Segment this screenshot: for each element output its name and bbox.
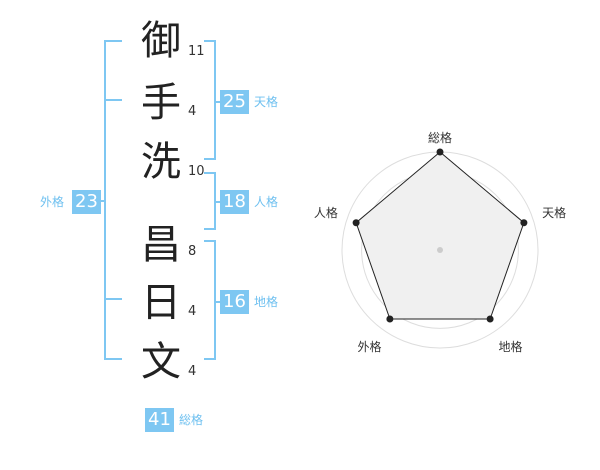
chikaku-value-badge: 16 — [220, 290, 249, 314]
radar-center-dot — [437, 247, 443, 253]
chikaku-label: 地格 — [254, 295, 279, 309]
tenkaku-value-badge: 25 — [220, 90, 249, 114]
radar-axis-label: 総格 — [428, 130, 452, 145]
radar-point-2 — [520, 219, 528, 227]
stroke-count-6: 4 — [188, 364, 197, 379]
jinkaku-bracket — [204, 172, 216, 230]
tenkaku-label: 天格 — [254, 95, 279, 109]
name-char-2: 手 — [141, 80, 181, 126]
tenkaku-bracket — [204, 40, 216, 160]
name-char-3: 洗 — [141, 139, 181, 185]
radar-points — [352, 148, 528, 323]
radar-shape — [355, 151, 525, 320]
jinkaku-value-badge: 18 — [220, 190, 249, 214]
bracket-tick — [104, 298, 122, 300]
soukaku-value-badge: 41 — [145, 408, 174, 432]
name-char-4: 昌 — [141, 222, 181, 268]
radar-point-3 — [486, 315, 494, 323]
soukaku-label: 総格 — [179, 413, 204, 427]
gaikaku-bracket — [104, 40, 122, 360]
chikaku-bracket — [204, 240, 216, 360]
gaikaku-label: 外格 — [40, 195, 65, 209]
radar-axis-label: 人格 — [314, 205, 338, 220]
stroke-count-4: 8 — [188, 244, 197, 259]
jinkaku-label: 人格 — [254, 195, 279, 209]
stroke-count-3: 10 — [188, 164, 205, 179]
radar-point-1 — [436, 148, 444, 156]
bracket-tick — [104, 99, 122, 101]
name-char-1: 御 — [141, 18, 181, 64]
radar-axis-label: 天格 — [542, 205, 566, 220]
gaikaku-value-badge: 23 — [72, 190, 101, 214]
stroke-count-1: 11 — [188, 44, 205, 59]
radar-point-4 — [386, 315, 394, 323]
name-char-6: 文 — [141, 339, 181, 385]
radar-axis-label: 外格 — [357, 339, 381, 354]
stroke-count-5: 4 — [188, 304, 197, 319]
stroke-count-2: 4 — [188, 104, 197, 119]
radar-point-5 — [352, 219, 360, 227]
radar-axis-label: 地格 — [498, 339, 522, 354]
name-char-5: 日 — [141, 280, 181, 326]
